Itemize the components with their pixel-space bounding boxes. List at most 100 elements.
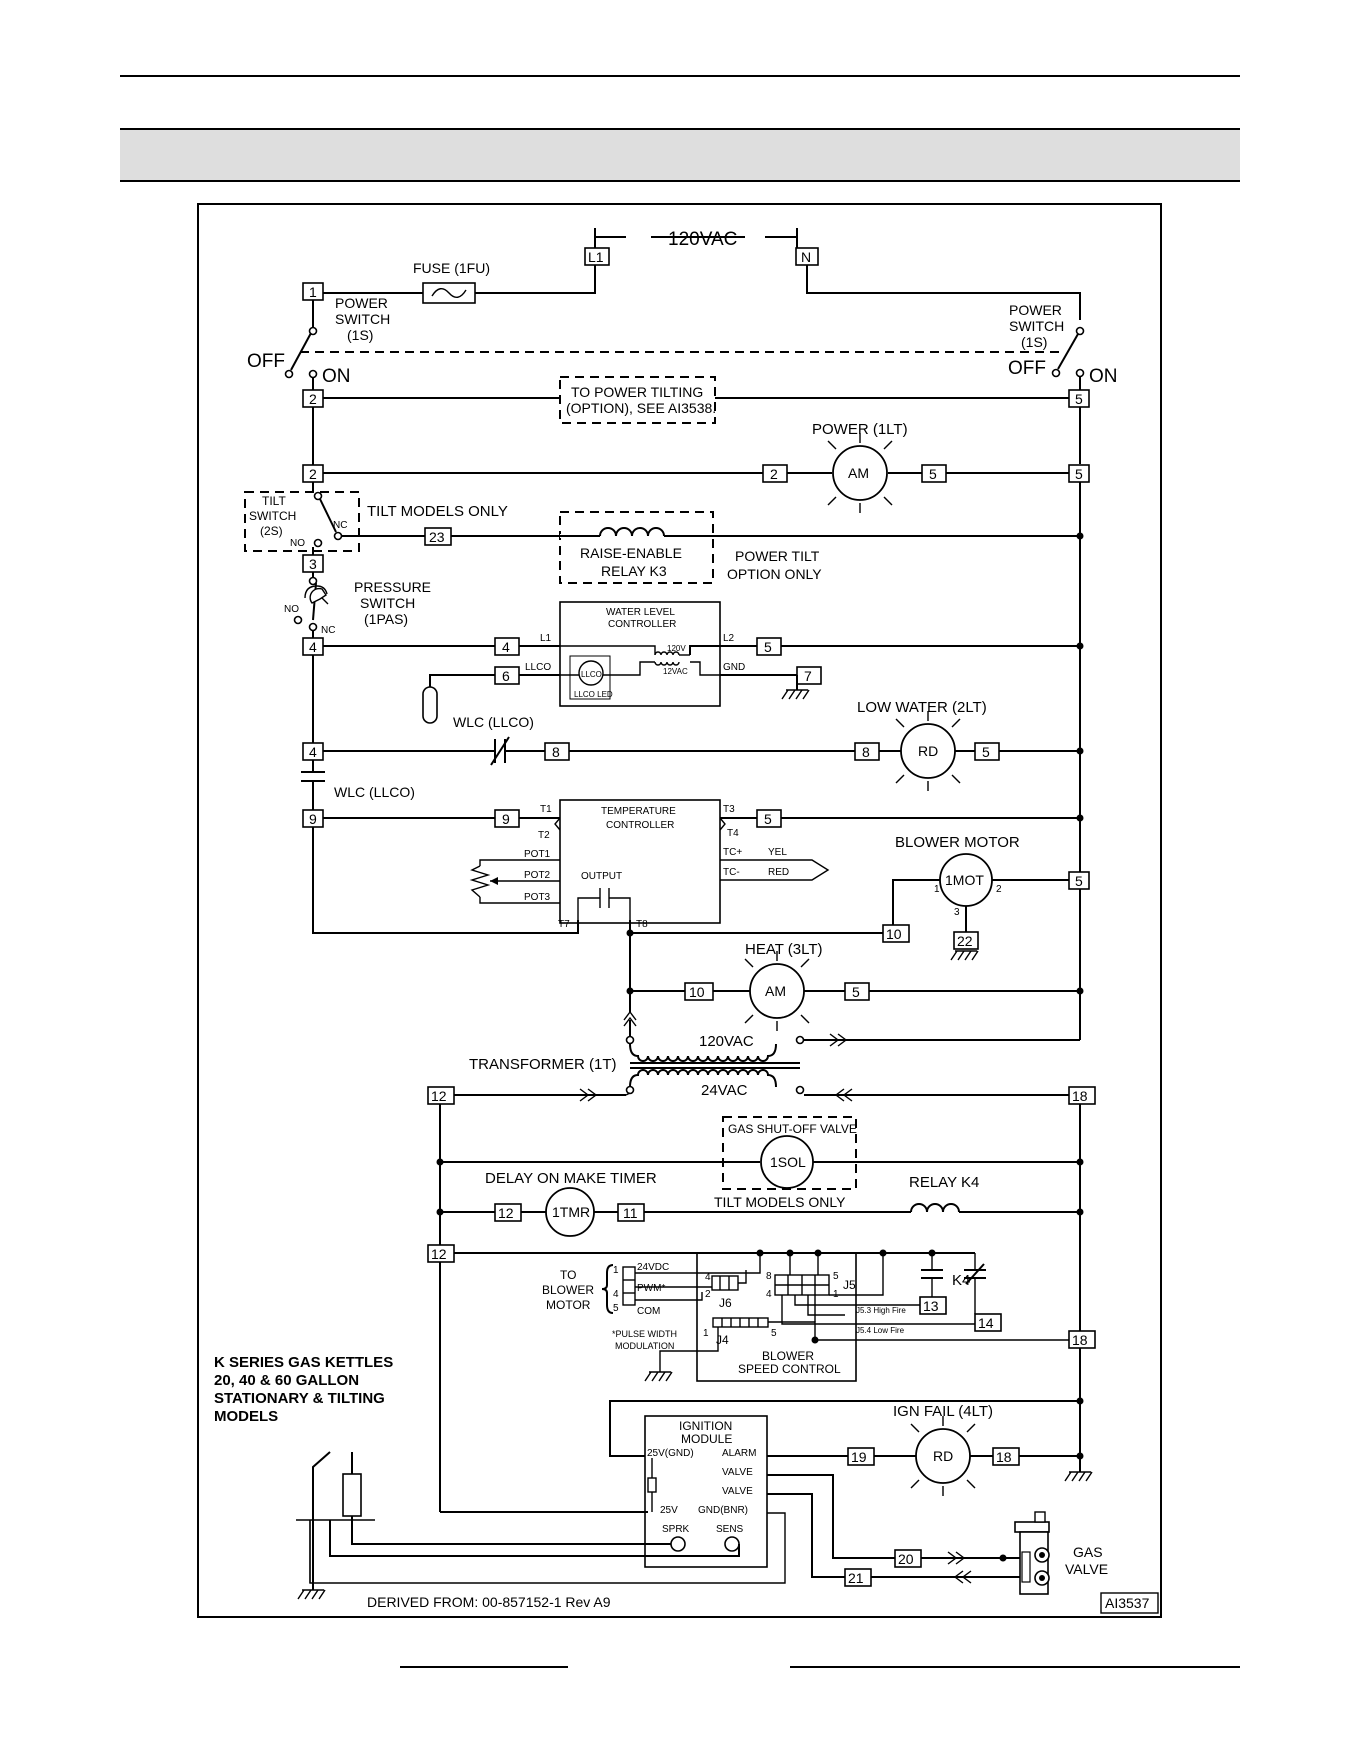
tc-title-l1: TEMPERATURE: [601, 806, 676, 817]
power-tilting-l2: (OPTION), SEE AI3538.: [566, 400, 716, 416]
j53-label: J5.3 High Fire: [856, 1306, 906, 1315]
terminal-7-num: 7: [804, 668, 812, 684]
pin1: 1: [613, 1265, 619, 1276]
tc-pot1: POT1: [524, 849, 551, 860]
footer-rule-left: [400, 1666, 568, 1668]
terminal-5a-num: 5: [1075, 391, 1083, 407]
terminal-10b-num: 10: [689, 984, 705, 1000]
bsc-l2: SPEED CONTROL: [738, 1362, 841, 1376]
spark-terminal: [670, 1536, 686, 1552]
gas-shutoff-label: GAS SHUT-OFF VALVE: [728, 1122, 857, 1136]
terminal-8a-num: 8: [552, 744, 560, 760]
wlc-llco-inner: LLCO: [581, 670, 602, 679]
ign-title-l2: MODULE: [681, 1432, 732, 1446]
wlc-l2: L2: [723, 633, 735, 644]
ign-25vgnd: 25V(GND): [647, 1448, 694, 1459]
terminal-13: [919, 1296, 947, 1315]
wlc-120v: 120V: [667, 644, 686, 653]
j6-pin4: 4: [705, 1272, 711, 1283]
terminal-22-num: 22: [957, 933, 973, 949]
wlc-title-l2: CONTROLLER: [608, 619, 676, 630]
j6-pin2: 2: [705, 1289, 711, 1300]
j5-label: J5: [843, 1278, 856, 1292]
tc-title-l2: CONTROLLER: [606, 820, 674, 831]
ign-title-l1: IGNITION: [679, 1419, 732, 1433]
on-left: ON: [322, 366, 351, 387]
terminal-10a: [882, 924, 910, 943]
mot-pin3: 3: [954, 907, 960, 918]
terminal-12b-num: 12: [498, 1205, 514, 1221]
terminal-18c-num: 18: [996, 1449, 1012, 1465]
j5-pin4: 4: [766, 1289, 772, 1300]
ign-25v: 25V: [660, 1505, 678, 1516]
model-title-l3: STATIONARY & TILTING: [214, 1390, 385, 1407]
pressure-switch-l3: (1PAS): [364, 611, 408, 627]
terminal-2c-num: 2: [770, 466, 778, 482]
ignition-module: [644, 1415, 768, 1568]
tilt-models-only-2: TILT MODELS ONLY: [714, 1194, 846, 1210]
llco-probe: [422, 686, 438, 724]
terminal-5f-num: 5: [764, 811, 772, 827]
gas-shutoff-sol: 1SOL: [770, 1154, 806, 1170]
terminal-12a-num: 12: [431, 1088, 447, 1104]
ign-sens: SENS: [716, 1524, 744, 1535]
tc-t2: T2: [538, 830, 550, 841]
footer-rule-right: [790, 1666, 1240, 1668]
terminal-10a-num: 10: [886, 926, 902, 942]
relay-k4-label: RELAY K4: [909, 1174, 979, 1191]
j54-label: J5.4 Low Fire: [856, 1326, 905, 1335]
relay-k4-coil: [910, 1203, 960, 1213]
power-switch-right-l2: SWITCH: [1009, 318, 1064, 334]
terminal-18a: [1068, 1086, 1096, 1105]
off-right: OFF: [1008, 358, 1046, 379]
tc-t7: T7: [558, 919, 570, 930]
terminal-9a-num: 9: [309, 811, 317, 827]
power-switch-right-blade: [1057, 333, 1079, 370]
ign-fail-label: IGN FAIL (4LT): [893, 1403, 993, 1420]
low-water-rd: RD: [918, 743, 938, 759]
power-tilting-box: [559, 376, 716, 424]
tilt-models-only: TILT MODELS ONLY: [367, 503, 508, 520]
terminal-21-num: 21: [848, 1570, 864, 1586]
connector-j6: [711, 1275, 739, 1291]
j5-pin5: 5: [833, 1271, 839, 1282]
terminal-2a-num: 2: [309, 391, 317, 407]
power-switch-left-l2: SWITCH: [335, 311, 390, 327]
sense-terminal: [724, 1536, 740, 1552]
thermocouple: [720, 859, 830, 881]
terminal-2b-num: 2: [309, 466, 317, 482]
section-title-bar: [120, 128, 1240, 182]
flame-sensor: [342, 1473, 362, 1517]
terminal-5g-num: 5: [1075, 873, 1083, 889]
transformer-label: TRANSFORMER (1T): [469, 1056, 617, 1073]
mot-pin2: 2: [996, 884, 1002, 895]
wlc-gnd: GND: [723, 662, 745, 673]
gas-valve-l2: VALVE: [1065, 1561, 1108, 1577]
blower-motor-label: BLOWER MOTOR: [895, 834, 1020, 851]
raise-relay-l2: RELAY K3: [601, 563, 667, 579]
terminal-5b-num: 5: [929, 466, 937, 482]
terminal-18a-num: 18: [1072, 1088, 1088, 1104]
tc-pot2: POT2: [524, 870, 551, 881]
gas-shutoff-box: [722, 1116, 857, 1190]
terminal-11-num: 11: [623, 1205, 638, 1221]
llco-sensor-circuit: [578, 660, 604, 686]
tc-t4: T4: [727, 828, 739, 839]
delay-timer-label: DELAY ON MAKE TIMER: [485, 1170, 657, 1187]
off-left: OFF: [247, 351, 285, 372]
tc-minus: TC-: [723, 867, 740, 878]
terminal-8b-num: 8: [862, 744, 870, 760]
blower-speed-control: [696, 1252, 857, 1382]
gas-valve-l1: GAS: [1073, 1544, 1103, 1560]
transformer-secondary: [629, 1069, 777, 1088]
model-title-l1: K SERIES GAS KETTLES: [214, 1354, 393, 1371]
header-rule: [120, 75, 1240, 77]
transformer-primary: [629, 1043, 777, 1062]
to-blower-l1: TO: [560, 1268, 576, 1282]
tilt-no: NO: [290, 538, 305, 549]
terminal-5e-num: 5: [982, 744, 990, 760]
conn-24vdc: 24VDC: [637, 1262, 669, 1273]
terminal-l1-label: L1: [588, 249, 604, 265]
model-title-l2: 20, 40 & 60 GALLON: [214, 1372, 359, 1389]
